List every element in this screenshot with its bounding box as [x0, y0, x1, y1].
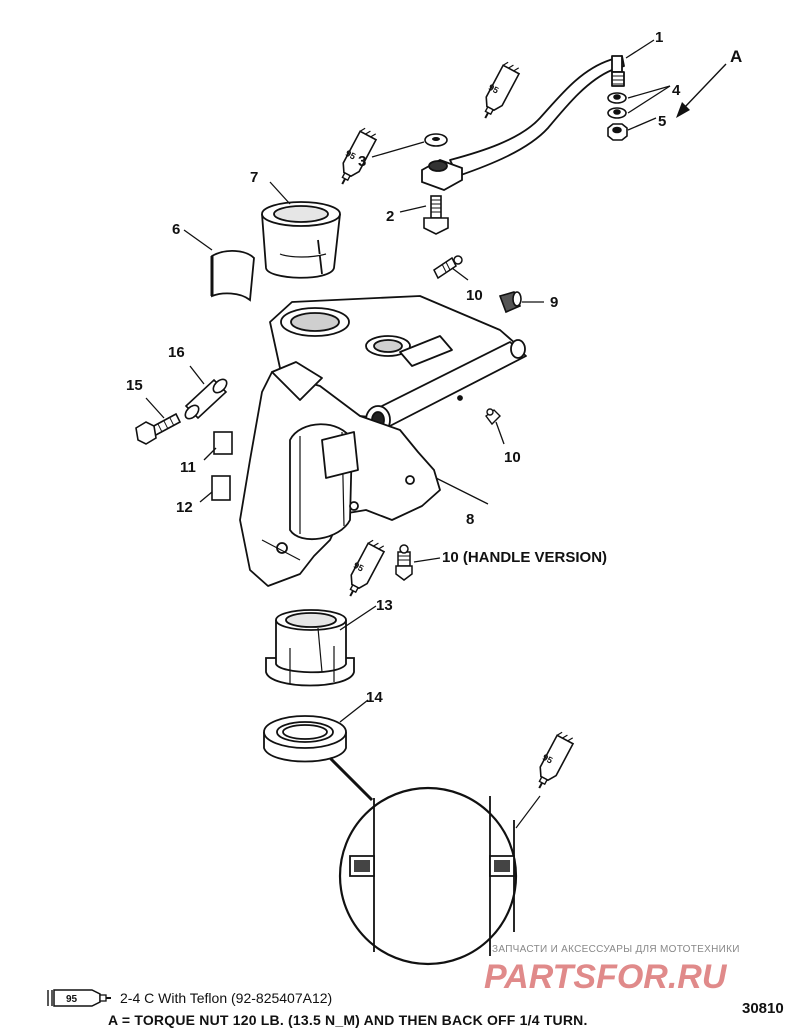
figure-number: 30810: [742, 1000, 784, 1017]
swivel-bracket: [239, 295, 527, 587]
torque-arrow-a: [676, 63, 727, 118]
callout-2: 2: [386, 208, 394, 225]
seal: [263, 715, 347, 763]
grease-tube-1: [476, 59, 523, 124]
callout-11: 11: [180, 459, 196, 476]
legend-text: 2-4 C With Teflon (92-825407A12): [120, 990, 333, 1006]
grease-fitting-top: [433, 255, 463, 280]
callout-16: 16: [168, 344, 185, 361]
plate-11: [213, 431, 233, 455]
screw: [135, 412, 182, 445]
washer-3: [424, 133, 448, 147]
callout-10-right: 10: [504, 449, 521, 466]
washers-4: [607, 92, 627, 119]
link-rod: [449, 55, 625, 177]
sleeve: [498, 291, 522, 314]
pad: [210, 250, 255, 302]
callout-10-top: 10: [466, 287, 483, 304]
grease-tube-2: [333, 125, 380, 190]
grease-fitting-right: [485, 408, 501, 426]
legend-tube-icon: 95: [47, 989, 111, 1007]
callout-5: 5: [658, 113, 666, 130]
lower-bushing: [265, 609, 355, 687]
tube-label-2: 95: [344, 148, 358, 162]
plate-12: [211, 475, 231, 501]
callout-7: 7: [250, 169, 258, 186]
callout-10-handle: 10 (HANDLE VERSION): [442, 549, 607, 566]
watermark-brand: PARTSFOR.RU: [484, 958, 728, 996]
callout-4: 4: [672, 82, 681, 99]
watermark-tagline: ЗАПЧАСТИ И АКСЕССУАРЫ ДЛЯ МОТОТЕХНИКИ: [492, 944, 740, 955]
grease-tube-3: [341, 537, 388, 602]
tube-label-4: 95: [541, 752, 555, 766]
pin: [184, 378, 228, 420]
grease-tube-4: [530, 729, 577, 794]
callout-6: 6: [172, 221, 180, 238]
callout-3: 3: [358, 153, 366, 170]
callout-1: 1: [655, 29, 663, 46]
upper-bushing: [261, 201, 341, 279]
seal-detail-view: [328, 756, 541, 966]
legend: 95 2-4 C With Teflon (92-825407A12): [44, 988, 332, 1008]
callout-a: A: [730, 47, 742, 66]
tube-label-1: 95: [487, 82, 501, 96]
callout-13: 13: [376, 597, 393, 614]
tube-label-3: 95: [352, 560, 366, 574]
bolt: [423, 195, 449, 235]
callout-9: 9: [550, 294, 558, 311]
leader-lines: [145, 39, 671, 723]
callout-8: 8: [466, 511, 474, 528]
nut-5: [607, 123, 628, 141]
callout-12: 12: [176, 499, 193, 516]
grease-fitting-handle: [395, 544, 413, 581]
torque-note: A = TORQUE NUT 120 LB. (13.5 N_M) AND TH…: [108, 1012, 588, 1028]
rod-end: [421, 159, 463, 191]
callout-15: 15: [126, 377, 143, 394]
callout-14: 14: [366, 689, 383, 706]
legend-tube-label: 95: [66, 994, 78, 1005]
